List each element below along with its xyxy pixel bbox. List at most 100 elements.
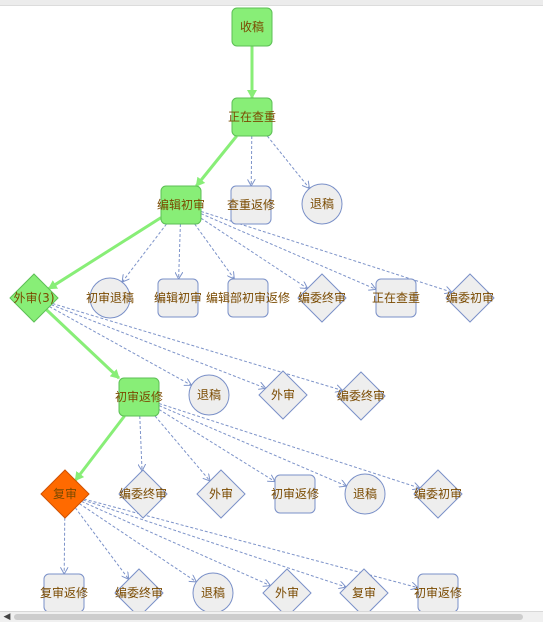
diamond-node-shape xyxy=(336,371,386,421)
workflow-node-n4[interactable]: 退稿 xyxy=(301,183,343,225)
workflow-node-n7[interactable]: 初审退稿 xyxy=(86,277,134,319)
node-label: 外审(3) xyxy=(14,290,55,305)
option-arrow xyxy=(251,135,252,186)
workflow-node-n8[interactable]: 编辑初审 xyxy=(154,278,202,318)
top-border xyxy=(0,0,543,6)
node-label: 查重返修 xyxy=(227,197,275,212)
node-label: 复审 xyxy=(53,486,77,501)
diamond-node-shape xyxy=(258,370,308,420)
flow-path-arrow xyxy=(74,415,126,482)
workflow-node-n25[interactable]: 退稿 xyxy=(192,572,234,614)
workflow-node-n3[interactable]: 查重返修 xyxy=(227,185,275,225)
node-label: 外审 xyxy=(271,387,295,402)
option-arrow xyxy=(158,403,420,488)
flow-path-arrow xyxy=(45,308,121,380)
diamond-node-shape xyxy=(40,469,90,519)
rect-node-shape xyxy=(375,278,417,318)
workflow-node-n12[interactable]: 编委初审 xyxy=(445,273,495,323)
node-label: 初审退稿 xyxy=(86,290,134,305)
node-label: 编委终审 xyxy=(298,290,346,305)
flow-path-arrow xyxy=(195,135,238,187)
rect-node-shape xyxy=(160,185,202,225)
rect-node-shape xyxy=(157,278,199,318)
node-label: 初审返修 xyxy=(115,389,163,404)
rect-node-shape xyxy=(230,185,272,225)
circle-node-shape xyxy=(344,473,386,515)
diamond-node-shape xyxy=(118,469,168,519)
node-label: 初审返修 xyxy=(414,585,462,600)
workflow-node-n11[interactable]: 正在查重 xyxy=(372,278,420,318)
node-label: 退稿 xyxy=(310,196,334,211)
workflow-node-n21[interactable]: 退稿 xyxy=(344,473,386,515)
option-arrow xyxy=(200,213,376,290)
node-label: 退稿 xyxy=(197,387,221,402)
workflow-node-n19[interactable]: 外审 xyxy=(196,469,246,519)
workflow-node-n26[interactable]: 外审 xyxy=(262,568,312,618)
workflow-node-n17[interactable]: 复审 xyxy=(40,469,90,519)
rect-node-shape xyxy=(231,97,273,137)
workflow-node-n13[interactable]: 初审返修 xyxy=(115,377,163,417)
option-arrow xyxy=(154,415,210,481)
workflow-node-n9[interactable]: 编辑部初审返修 xyxy=(206,278,290,318)
option-arrow xyxy=(179,223,181,279)
workflow-node-n14[interactable]: 退稿 xyxy=(188,374,230,416)
option-arrow xyxy=(158,405,347,487)
circle-node-shape xyxy=(301,183,343,225)
node-label: 编委终审 xyxy=(337,388,385,403)
node-label: 初审返修 xyxy=(271,486,319,501)
diamond-node-shape xyxy=(413,469,463,519)
node-label: 编辑部初审返修 xyxy=(206,290,290,305)
option-arrow xyxy=(64,517,65,574)
workflow-node-n15[interactable]: 外审 xyxy=(258,370,308,420)
node-label: 编委终审 xyxy=(119,486,167,501)
option-arrow xyxy=(82,499,346,587)
workflow-node-n28[interactable]: 初审返修 xyxy=(414,573,462,613)
scroll-left-icon[interactable]: ◀ xyxy=(3,612,11,622)
node-label: 正在查重 xyxy=(372,291,420,305)
option-arrow xyxy=(79,503,196,582)
workflow-node-n22[interactable]: 编委初审 xyxy=(413,469,463,519)
node-label: 正在查重 xyxy=(228,110,276,124)
node-label: 退稿 xyxy=(201,585,225,600)
scroll-thumb[interactable] xyxy=(14,614,523,620)
node-label: 外审 xyxy=(209,486,233,501)
option-arrow xyxy=(81,500,271,585)
workflow-node-n16[interactable]: 编委终审 xyxy=(336,371,386,421)
workflow-node-n5[interactable]: 编辑初审 xyxy=(157,185,205,225)
diamond-node-shape xyxy=(9,273,59,323)
rect-node-shape xyxy=(227,278,269,318)
workflow-node-n24[interactable]: 编委终审 xyxy=(114,568,164,618)
option-arrow xyxy=(122,223,167,282)
workflow-node-n23[interactable]: 复审返修 xyxy=(40,573,88,613)
workflow-node-n20[interactable]: 初审返修 xyxy=(271,474,319,514)
workflow-node-n10[interactable]: 编委终审 xyxy=(297,273,347,323)
option-arrow xyxy=(200,210,452,292)
option-arrow xyxy=(158,409,275,481)
node-label: 编辑初审 xyxy=(157,197,205,212)
option-arrow xyxy=(51,304,265,389)
workflow-node-n2[interactable]: 正在查重 xyxy=(228,97,276,137)
workflow-node-n18[interactable]: 编委终审 xyxy=(118,469,168,519)
node-label: 编委初审 xyxy=(414,486,462,501)
option-arrow xyxy=(266,135,309,188)
option-arrow xyxy=(194,223,235,279)
node-label: 复审返修 xyxy=(40,585,88,600)
option-arrow xyxy=(52,303,342,391)
workflow-node-n6[interactable]: 外审(3) xyxy=(9,273,59,323)
node-label: 编辑初审 xyxy=(154,290,202,305)
option-arrow xyxy=(200,217,308,288)
rect-node-shape xyxy=(118,377,160,417)
node-label: 收稿 xyxy=(240,19,264,34)
diamond-node-shape xyxy=(196,469,246,519)
node-label: 复审 xyxy=(352,585,376,600)
workflow-node-n1[interactable]: 收稿 xyxy=(231,7,273,47)
rect-node-shape xyxy=(274,474,316,514)
circle-node-shape xyxy=(89,277,131,319)
horizontal-scrollbar[interactable]: ◀ xyxy=(0,611,543,622)
option-arrow xyxy=(49,306,191,386)
flow-path-arrow xyxy=(47,216,162,290)
nodes-layer: 收稿正在查重查重返修退稿编辑初审外审(3)初审退稿编辑初审编辑部初审返修编委终审… xyxy=(9,7,495,618)
rect-node-shape xyxy=(231,7,273,47)
workflow-node-n27[interactable]: 复审 xyxy=(339,568,389,618)
